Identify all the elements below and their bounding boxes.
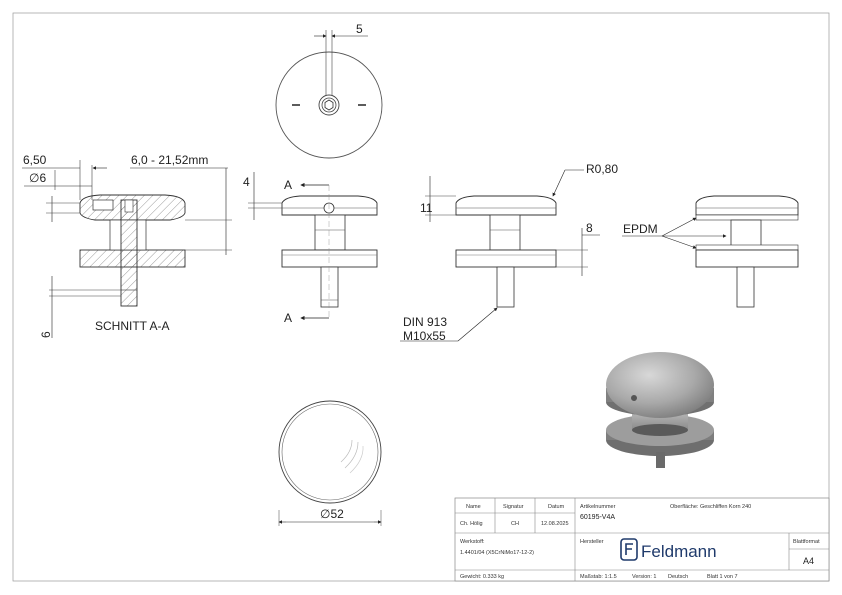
tb-blattformat-value: A4	[803, 556, 814, 566]
dim-eight: 8	[586, 221, 593, 235]
title-block: Name Signatur Datum Ch. Hölig CH 12.08.2…	[454, 497, 830, 582]
tb-blatt: Blatt 1 von 7	[707, 574, 738, 580]
tb-version: Version: 1	[632, 574, 656, 580]
front-view: A A 4	[243, 172, 378, 325]
tb-artikel-label: Artikelnummer	[580, 504, 616, 510]
tb-blattformat-label: Blattformat	[793, 539, 820, 545]
tb-gewicht: Gewicht: 0.333 kg	[460, 574, 504, 580]
section-arrow-a-bottom: A	[284, 311, 292, 325]
section-view: 6,50 ∅6 6,0 - 21,52mm 6 SCHNITT A-A	[22, 153, 232, 338]
dim-range: 6,0 - 21,52mm	[131, 153, 208, 167]
top-view: 5	[275, 22, 383, 159]
tb-header-name: Name	[466, 504, 481, 510]
tb-header-signatur: Signatur	[503, 504, 524, 510]
dim-dia6: ∅6	[29, 171, 46, 185]
tb-hersteller-label: Hersteller	[580, 539, 604, 545]
tb-name-value: Ch. Hölig	[460, 521, 483, 527]
iso-render	[606, 352, 714, 468]
dim-eleven: 11	[420, 201, 433, 215]
label-din913: DIN 913	[403, 315, 447, 329]
tb-oberflaeche: Oberfläche: Geschliffen Korn 240	[670, 504, 751, 510]
dim-slot-width: 5	[356, 22, 363, 36]
dim-dia52: ∅52	[320, 507, 344, 521]
feldmann-logo-icon	[620, 538, 638, 561]
dim-650: 6,50	[23, 153, 47, 167]
dim-six: 6	[39, 331, 53, 338]
dim-four: 4	[243, 175, 250, 189]
bottom-view: ∅52	[278, 400, 382, 526]
tb-werkstoff-value: 1.4401/04 (X5CrNiMo17-12-2)	[460, 550, 534, 556]
sheet-frame	[12, 12, 830, 582]
tb-header-datum: Datum	[548, 504, 565, 510]
label-m10x55: M10x55	[403, 329, 446, 343]
tb-sprache: Deutsch	[668, 574, 688, 580]
tb-massstab: Maßstab: 1:1.5	[580, 574, 617, 580]
dim-radius: R0,80	[586, 162, 618, 176]
tb-signatur-value: CH	[511, 521, 519, 527]
side-view-2: EPDM	[622, 195, 799, 308]
section-label: SCHNITT A-A	[95, 319, 169, 333]
tb-datum-value: 12.08.2025	[541, 521, 569, 527]
tb-artikel-value: 60195-V4A	[580, 514, 615, 521]
section-arrow-a-top: A	[284, 178, 292, 192]
label-epdm: EPDM	[623, 222, 658, 236]
side-view-1: 11 R0,80 8 DIN 913 M10x55	[400, 162, 618, 343]
tb-brand: Feldmann	[641, 542, 717, 561]
tb-werkstoff-label: Werkstoff:	[460, 539, 485, 545]
